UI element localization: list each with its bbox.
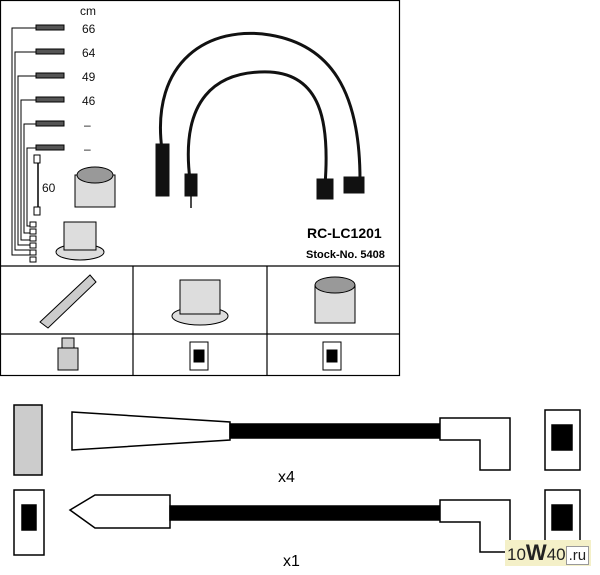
connector-terminal-icon [322,341,342,371]
coil-lead-drawing [13,489,581,556]
coil-lead-length: 60 [42,181,56,195]
frame [0,0,401,377]
watermark-text: 10 [507,545,526,564]
watermark-text: 40 [546,545,566,564]
length-value: – [84,142,91,156]
length-value: – [84,118,91,132]
lead-length-schematic [11,24,65,263]
length-value: 64 [82,46,96,60]
watermark-domain: .ru [565,546,590,565]
spark-plug-lead-drawing [13,404,581,476]
lead-quantity: x1 [283,553,300,570]
stock-number: Stock-No. 5408 [306,249,385,261]
length-value: 49 [82,70,96,84]
ignition-coil-icon [314,276,356,324]
connector-terminal-icon [189,341,209,371]
lead-quantity: x4 [278,469,295,486]
spark-plug-icon [39,274,97,329]
distributor-cap-icon [171,279,229,326]
watermark-text: W [525,540,547,565]
plug-terminal-icon [57,337,79,371]
ignition-coil-icon [74,166,116,208]
watermark: 10W40.ru [505,540,592,566]
length-value: 66 [82,22,96,36]
length-value: 46 [82,94,96,108]
length-unit: cm [80,4,96,18]
distributor-cap-icon [55,221,105,261]
cable-set-illustration [155,31,365,208]
part-number: RC-LC1201 [307,225,382,241]
